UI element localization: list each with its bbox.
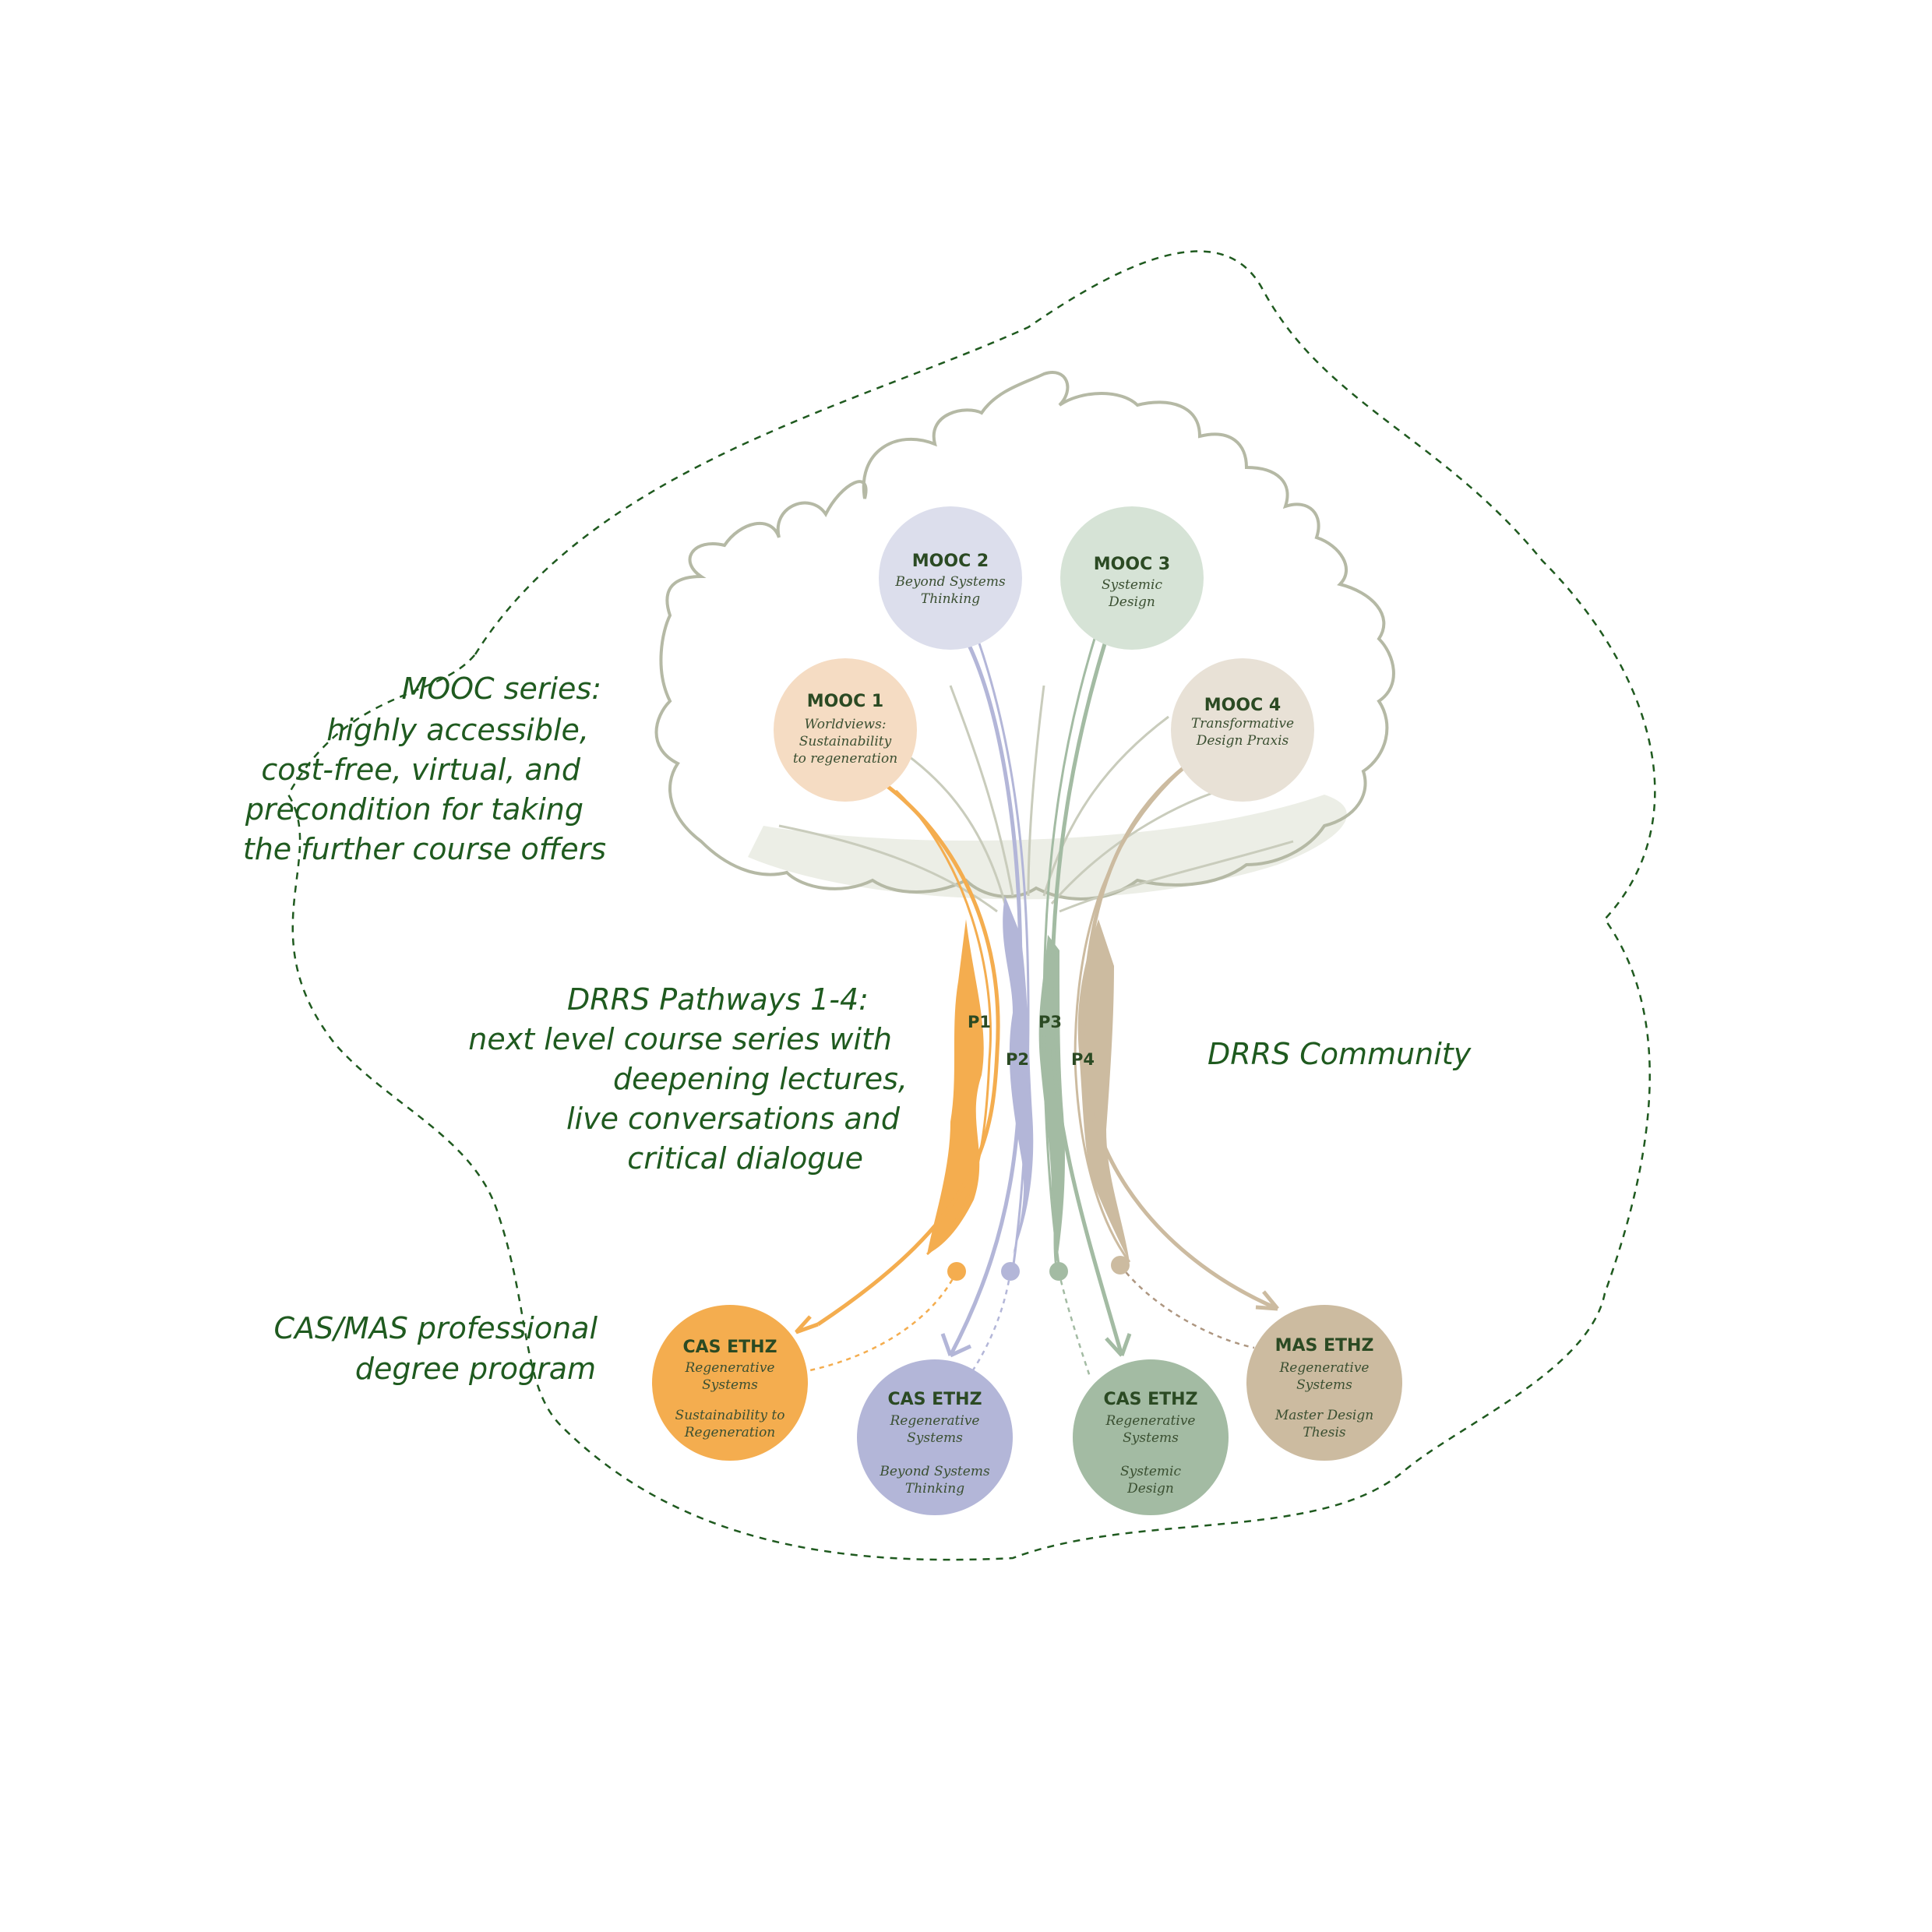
program-3-sub1-line-2: Systems [1123, 1430, 1179, 1446]
pathways-line-1: DRRS Pathways 1-4: [567, 982, 869, 1017]
pathways-annotation: DRRS Pathways 1-4: next level course ser… [468, 982, 908, 1176]
program-1-sub2-line-1: Sustainability to [675, 1408, 785, 1423]
program-3-sub1-line-1: Regenerative [1105, 1413, 1195, 1429]
dotted-connectors [806, 1264, 1255, 1381]
connector-dots [947, 1256, 1130, 1281]
mooc-2-sub-line-1: Beyond Systems [894, 574, 1006, 590]
tree-branches [778, 685, 1294, 913]
pathway-p2-ribbon [1003, 896, 1034, 1254]
program-4-sub1-line-1: Regenerative [1278, 1360, 1369, 1376]
mooc-4-sub-line-1: Transformative [1191, 716, 1294, 732]
mooc-series-line-2: highly accessible, [326, 713, 589, 747]
mooc-2-circle: MOOC 2 Beyond Systems Thinking [879, 506, 1022, 650]
program-1-sub1-line-2: Systems [702, 1377, 758, 1393]
pathways-line-2: next level course series with [468, 1022, 892, 1056]
program-1-sub2-line-2: Regeneration [684, 1425, 776, 1440]
pathway-label-p3: P3 [1038, 1013, 1062, 1031]
program-2-sub2-line-2: Thinking [905, 1481, 964, 1497]
mooc-3-circle: MOOC 3 Systemic Design [1060, 506, 1204, 650]
program-3-circle: CAS ETHZ Regenerative Systems Systemic D… [1073, 1359, 1229, 1515]
casmas-line-2: degree program [355, 1352, 596, 1386]
community-boundary [287, 250, 1656, 1561]
pathway-label-p2: P2 [1006, 1050, 1029, 1069]
mooc-series-line-5: the further course offers [243, 832, 606, 866]
casmas-line-1: CAS/MAS professional [273, 1311, 598, 1345]
community-annotation: DRRS Community [1208, 1037, 1472, 1071]
pathways-line-4: live conversations and [566, 1102, 901, 1136]
pathways-line-5: critical dialogue [627, 1141, 863, 1176]
mooc-3-title: MOOC 3 [1094, 555, 1170, 574]
mooc-1-title: MOOC 1 [807, 692, 883, 711]
mooc-3-sub-line-2: Design [1108, 594, 1155, 610]
pathway-ribbons [795, 637, 1279, 1358]
program-3-sub2-line-2: Design [1126, 1481, 1174, 1497]
mooc-4-sub-line-2: Design Praxis [1196, 733, 1289, 749]
mooc-series-line-3: cost-free, virtual, and [261, 753, 580, 787]
program-2-sub2-line-1: Beyond Systems [879, 1464, 990, 1479]
pathway-p3-ribbon [1038, 935, 1065, 1270]
pathways-line-3: deepening lectures, [613, 1062, 908, 1096]
program-2-circle: CAS ETHZ Regenerative Systems Beyond Sys… [857, 1359, 1013, 1515]
program-4-sub1-line-2: Systems [1296, 1377, 1352, 1393]
program-4-title: MAS ETHZ [1275, 1336, 1374, 1356]
mooc-2-title: MOOC 2 [912, 552, 989, 571]
pathway-label-p1: P1 [968, 1013, 991, 1031]
mooc-series-line-4: precondition for taking [245, 792, 583, 827]
program-2-sub1-line-1: Regenerative [889, 1413, 979, 1429]
program-1-title: CAS ETHZ [682, 1338, 777, 1357]
mooc-1-sub-line-1: Worldviews: [804, 717, 886, 732]
program-1-sub1-line-1: Regenerative [684, 1360, 774, 1376]
program-3-title: CAS ETHZ [1103, 1390, 1197, 1409]
program-4-circle: MAS ETHZ Regenerative Systems Master Des… [1246, 1305, 1402, 1461]
program-3-sub2-line-1: Systemic [1120, 1464, 1181, 1479]
mooc-1-sub-line-3: to regeneration [793, 751, 897, 767]
program-2-sub1-line-2: Systems [907, 1430, 963, 1446]
program-1-circle: CAS ETHZ Regenerative Systems Sustainabi… [652, 1305, 808, 1461]
mooc-4-circle: MOOC 4 Transformative Design Praxis [1171, 658, 1314, 802]
program-2-title: CAS ETHZ [887, 1390, 982, 1409]
pathway-label-p4: P4 [1071, 1050, 1095, 1069]
mooc-1-sub-line-2: Sustainability [799, 734, 892, 749]
mooc-2-sub-line-2: Thinking [921, 591, 980, 607]
mooc-4-title: MOOC 4 [1204, 696, 1281, 715]
tree-canopy-fill [748, 795, 1347, 900]
program-4-sub2-line-2: Thesis [1303, 1425, 1346, 1440]
mooc-1-circle: MOOC 1 Worldviews: Sustainability to reg… [774, 658, 917, 802]
pathway-p1-ribbon [927, 919, 984, 1254]
program-4-sub2-line-1: Master Design [1274, 1408, 1373, 1423]
mooc-series-annotation: MOOC series: highly accessible, cost-fre… [243, 672, 606, 866]
mooc-3-sub-line-1: Systemic [1102, 577, 1162, 593]
mooc-series-line-1: MOOC series: [401, 672, 601, 706]
casmas-annotation: CAS/MAS professional degree program [273, 1311, 598, 1386]
